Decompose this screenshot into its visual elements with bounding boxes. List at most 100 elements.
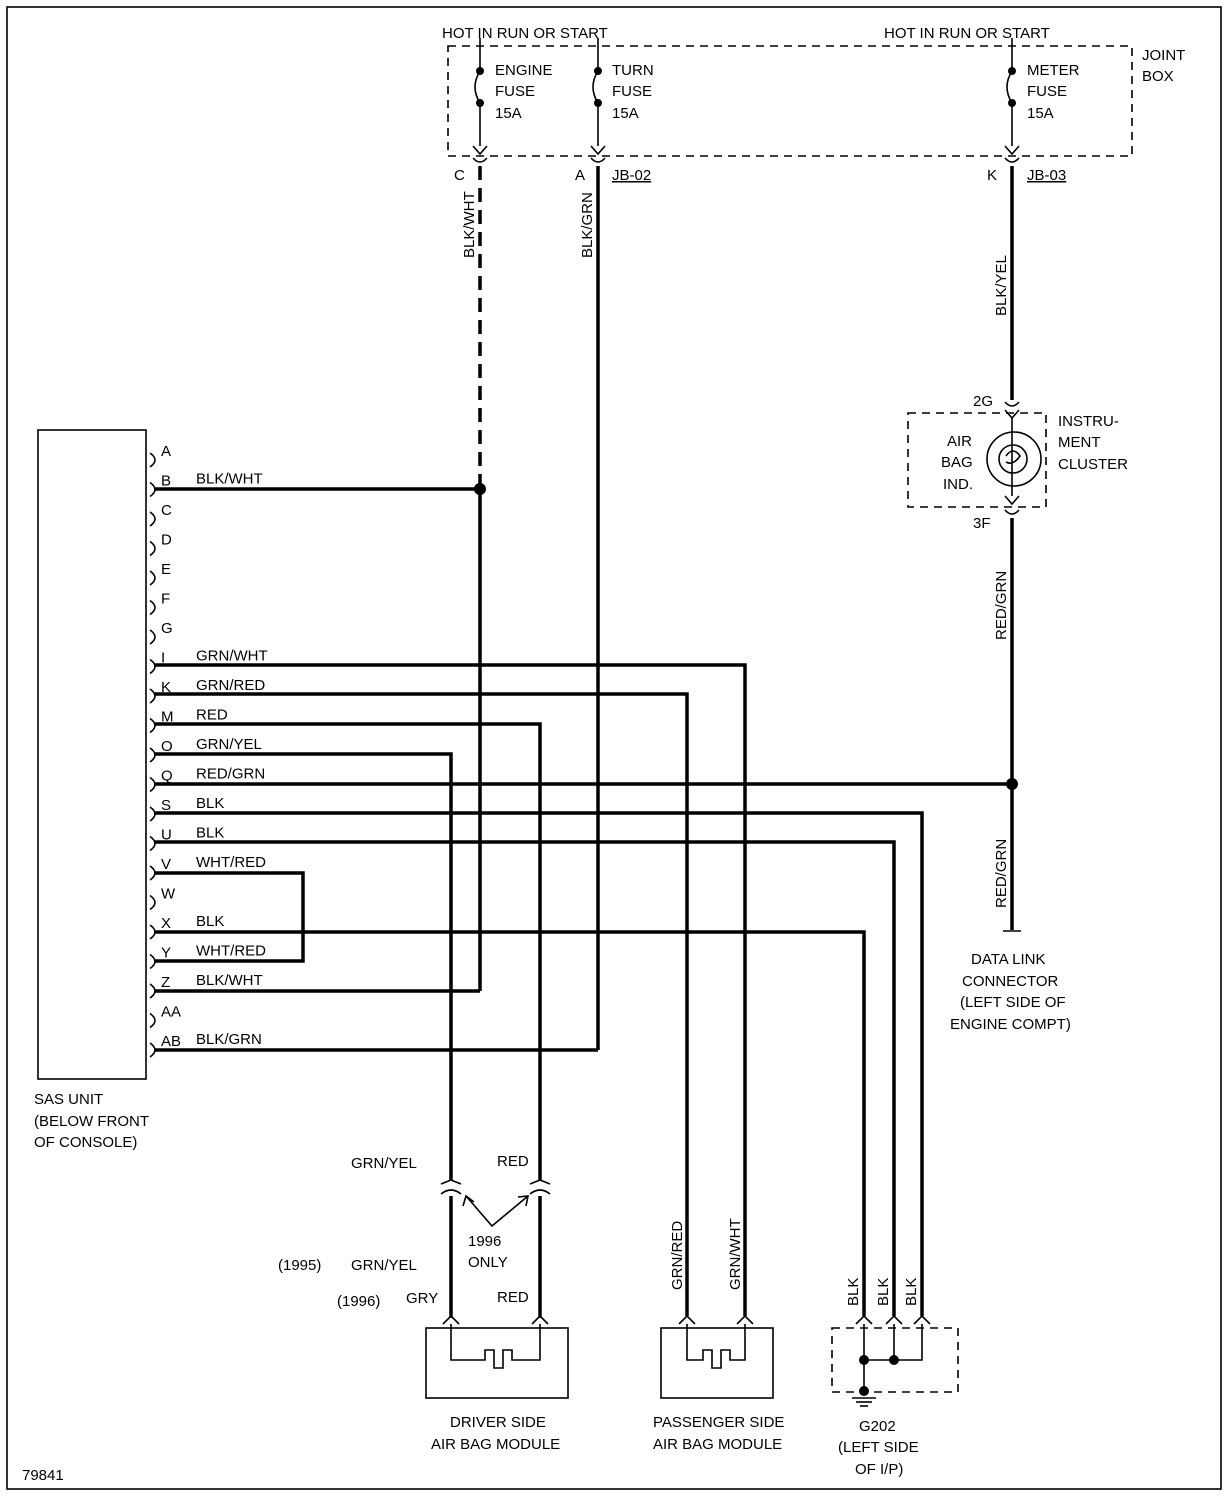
sas-wire-label: RED: [196, 707, 228, 724]
sas-wire-label: WHT/RED: [196, 943, 266, 960]
hot-label-left: HOT IN RUN OR START: [442, 25, 608, 42]
sas-pin-label: M: [161, 709, 174, 726]
sas-pin-label: F: [161, 591, 170, 608]
engine-fuse: ENGINE FUSE 15A: [472, 38, 553, 156]
sas-pin-label: V: [161, 856, 171, 873]
instrument-cluster-label: INSTRU-: [1058, 413, 1119, 430]
ground-label: (LEFT SIDE: [838, 1439, 919, 1456]
sas-pin-label: X: [161, 915, 171, 932]
passenger-wire-grn-wht: GRN/WHT: [727, 1218, 744, 1290]
sas-unit-label: OF CONSOLE): [34, 1134, 137, 1151]
hot-label-right: HOT IN RUN OR START: [884, 25, 1050, 42]
sas-pin-label: G: [161, 620, 173, 637]
cluster-pin-3f: 3F: [973, 515, 991, 532]
dlc-label: ENGINE COMPT): [950, 1016, 1071, 1033]
sas-wire-label: BLK/GRN: [196, 1031, 262, 1048]
sas-pin-label: Q: [161, 768, 173, 785]
joint-box-label: BOX: [1142, 68, 1174, 85]
sas-unit-label: SAS UNIT: [34, 1091, 103, 1108]
wire-label-red-grn-upper: RED/GRN: [993, 571, 1010, 640]
connector-jb02-label: JB-02: [612, 167, 651, 184]
meter-fuse-label: METER: [1027, 62, 1080, 79]
sas-pin-label: Y: [161, 945, 171, 962]
wire-pin-i: [154, 663, 747, 1316]
passenger-wire-grn-red: GRN/RED: [669, 1221, 686, 1290]
wire-pin-k: [154, 692, 689, 1316]
air-bag-ind-label: AIR: [947, 433, 972, 450]
pin-a-label: A: [575, 167, 585, 184]
cluster-pin-2g: 2G: [973, 393, 993, 410]
joint-box: HOT IN RUN OR START HOT IN RUN OR START …: [442, 25, 1185, 157]
ground-g202: BLK BLK BLK G202 (LEFT SIDE OF I/P): [831, 1278, 959, 1478]
sas-pin-label: W: [161, 886, 176, 903]
diagram-frame: [6, 6, 1222, 1490]
cluster-outline: [907, 412, 1047, 508]
turn-fuse: TURN FUSE 15A: [590, 38, 654, 156]
meter-fuse-label: FUSE: [1027, 83, 1067, 100]
instrument-cluster-label: CLUSTER: [1058, 456, 1128, 473]
wire-pin-u: [154, 840, 896, 1316]
wire-pin-x: [154, 930, 866, 1316]
sas-wire-label: BLK/WHT: [196, 972, 263, 989]
dlc-label: CONNECTOR: [962, 973, 1059, 990]
driver-lower-right-wire: RED: [497, 1289, 529, 1306]
sas-pin-terminal: [149, 511, 156, 527]
driver-upper-right-wire: RED: [497, 1153, 529, 1170]
wire-label-blk-wht-vertical: BLK/WHT: [461, 191, 478, 258]
passenger-squib-icon: [686, 1324, 746, 1369]
sas-wire-label: BLK: [196, 795, 224, 812]
sas-pin-label: I: [161, 650, 165, 667]
splice-blk-wht: [474, 483, 486, 495]
sas-pin-label: AA: [161, 1004, 181, 1021]
driver-year-1995: (1995): [278, 1257, 321, 1274]
sas-pin-label: U: [161, 827, 172, 844]
meter-fuse-label: 15A: [1027, 105, 1054, 122]
wire-label-red-grn-lower: RED/GRN: [993, 839, 1010, 908]
joint-box-label: JOINT: [1142, 47, 1185, 64]
ground-label: G202: [859, 1418, 896, 1435]
driver-note-only: ONLY: [468, 1254, 508, 1271]
engine-fuse-label: 15A: [495, 105, 522, 122]
air-bag-ind-label: BAG: [941, 454, 973, 471]
sas-wire-label: WHT/RED: [196, 854, 266, 871]
air-bag-ind-label: IND.: [943, 476, 973, 493]
sas-wire-label: GRN/YEL: [196, 736, 262, 753]
engine-fuse-label: ENGINE: [495, 62, 553, 79]
meter-fuse: METER FUSE 15A: [1004, 38, 1080, 156]
instrument-cluster-label: MENT: [1058, 434, 1101, 451]
sas-pin-terminal: [149, 629, 156, 645]
driver-upper-left-wire: GRN/YEL: [351, 1155, 417, 1172]
driver-note-1996: 1996: [468, 1233, 501, 1250]
sas-wire-label: BLK: [196, 913, 224, 930]
ground-wire-2: BLK: [875, 1278, 892, 1306]
joint-box-outline: [447, 45, 1133, 157]
sas-pin-terminal: [149, 570, 156, 586]
ground-icon: [859, 1386, 869, 1396]
dlc-label: (LEFT SIDE OF: [960, 994, 1066, 1011]
sas-pin-label: A: [161, 443, 171, 460]
sas-pin-label: S: [161, 797, 171, 814]
driver-year-1996: (1996): [337, 1293, 380, 1310]
sas-wire-label: RED/GRN: [196, 766, 265, 783]
ground-label: OF I/P): [855, 1461, 903, 1478]
instrument-cluster: 2G 3F AIR BAG IND. INSTRU- MENT CLUSTER: [907, 393, 1128, 532]
sas-unit-label: (BELOW FRONT: [34, 1113, 149, 1130]
turn-fuse-label: 15A: [612, 105, 639, 122]
turn-fuse-label: FUSE: [612, 83, 652, 100]
diagram-id: 79841: [22, 1467, 64, 1484]
sas-pin-terminal: [149, 599, 156, 616]
driver-squib-icon: [450, 1324, 541, 1369]
sas-wire-label: GRN/RED: [196, 677, 265, 694]
passenger-module-label: AIR BAG MODULE: [653, 1436, 782, 1453]
sas-pin-terminal: [149, 894, 156, 911]
sas-pin-label: E: [161, 561, 171, 578]
passenger-air-bag-module: GRN/RED GRN/WHT PASSENGER SIDE AIR BAG M…: [653, 1218, 784, 1453]
engine-fuse-label: FUSE: [495, 83, 535, 100]
sas-pin-label: D: [161, 532, 172, 549]
sas-wire-label: BLK: [196, 825, 224, 842]
air-bag-indicator-lamp-icon: [986, 431, 1042, 487]
sas-pin-label: Z: [161, 974, 170, 991]
pin-k-label: K: [987, 167, 997, 184]
sas-pin-label: C: [161, 502, 172, 519]
